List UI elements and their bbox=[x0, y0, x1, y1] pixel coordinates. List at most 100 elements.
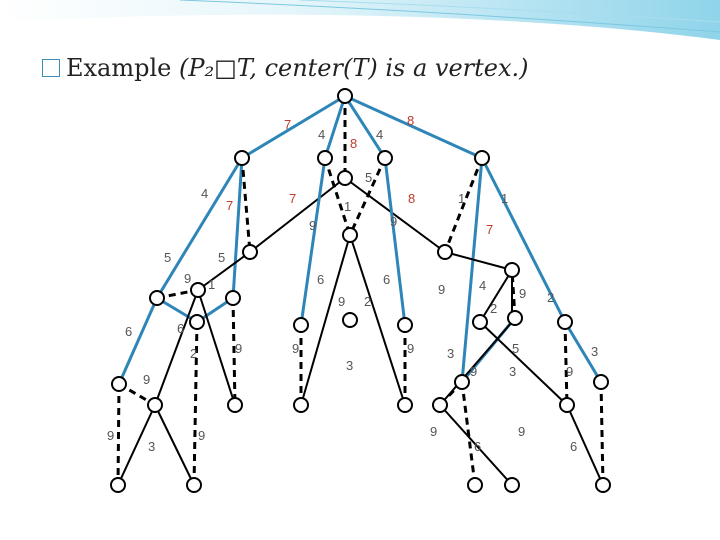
edge-label: 9 bbox=[470, 364, 477, 379]
edge bbox=[299, 157, 327, 326]
tree-node bbox=[504, 262, 520, 278]
edge-label: 3 bbox=[447, 346, 454, 361]
edge bbox=[563, 321, 569, 406]
tree-node bbox=[293, 397, 309, 413]
edge-label: 1 bbox=[344, 199, 351, 214]
edge bbox=[344, 177, 446, 253]
edge bbox=[480, 157, 567, 323]
edge bbox=[566, 404, 604, 486]
tree-node bbox=[397, 317, 413, 333]
edge-label: 9 bbox=[438, 282, 445, 297]
edge-label: 2 bbox=[190, 346, 197, 361]
edge-label: 9 bbox=[184, 271, 191, 286]
edge bbox=[197, 289, 236, 406]
edge-label: 1 bbox=[501, 191, 508, 206]
edge bbox=[154, 289, 199, 406]
edge bbox=[344, 94, 483, 160]
edge-label: 3 bbox=[148, 439, 155, 454]
edge-label: 8 bbox=[350, 136, 357, 151]
edge-label: 9 bbox=[107, 428, 114, 443]
edge bbox=[192, 321, 199, 486]
edge-label: 6 bbox=[317, 272, 324, 287]
edge-label: 5 bbox=[164, 250, 171, 265]
slide-title: Example (P₂□T, center(T) is a vertex.) bbox=[42, 54, 529, 82]
edge bbox=[300, 234, 351, 406]
tree-node bbox=[507, 310, 523, 326]
edge bbox=[117, 404, 156, 486]
tree-node bbox=[557, 314, 573, 330]
edge-label: 9 bbox=[518, 424, 525, 439]
header-banner bbox=[0, 0, 720, 40]
edge bbox=[479, 321, 568, 406]
edge bbox=[443, 157, 484, 253]
edge-label: 7 bbox=[226, 198, 233, 213]
edge bbox=[460, 157, 484, 383]
edge bbox=[510, 269, 517, 319]
edge-label: 4 bbox=[318, 127, 325, 142]
edge bbox=[241, 94, 346, 160]
edge-label: 4 bbox=[376, 127, 383, 142]
tree-node bbox=[227, 397, 243, 413]
tree-node bbox=[147, 397, 163, 413]
edge bbox=[117, 297, 159, 385]
edge bbox=[563, 321, 603, 383]
edge-label: 5 bbox=[512, 341, 519, 356]
edge-label: 7 bbox=[284, 117, 291, 132]
tree-node bbox=[110, 477, 126, 493]
tree-node bbox=[189, 314, 205, 330]
edge bbox=[444, 251, 513, 271]
tree-node bbox=[342, 227, 358, 243]
edge-label: 8 bbox=[408, 191, 415, 206]
edge-label: 9 bbox=[143, 372, 150, 387]
tree-node bbox=[337, 88, 353, 104]
edge-label: 3 bbox=[509, 364, 516, 379]
tree-node bbox=[242, 244, 258, 260]
blue-edges bbox=[117, 94, 603, 385]
blue-edges-short bbox=[299, 95, 407, 326]
edge-label: 5 bbox=[365, 170, 372, 185]
edge-label: 5 bbox=[218, 250, 225, 265]
edge bbox=[349, 234, 406, 406]
edge-label: 6 bbox=[474, 439, 481, 454]
edge bbox=[460, 381, 477, 486]
title-math: (P₂□T, center(T) is a vertex.) bbox=[179, 54, 529, 82]
tree-node bbox=[504, 477, 520, 493]
edge-label: 6 bbox=[570, 439, 577, 454]
tree-node bbox=[595, 477, 611, 493]
square-bullet-icon bbox=[42, 59, 60, 77]
edge-label: 9 bbox=[309, 218, 316, 233]
nodes bbox=[110, 88, 611, 493]
tree-node bbox=[454, 374, 470, 390]
edge-label: 6 bbox=[177, 321, 184, 336]
tree-node bbox=[186, 477, 202, 493]
edge-label: 1 bbox=[458, 191, 465, 206]
edge-label: 2 bbox=[547, 290, 554, 305]
edge bbox=[249, 177, 346, 253]
edge-label: 9 bbox=[338, 294, 345, 309]
edge bbox=[231, 297, 237, 406]
edge-label: 4 bbox=[479, 278, 486, 293]
edge bbox=[348, 157, 387, 236]
edge bbox=[240, 157, 252, 253]
edge-label: 9 bbox=[566, 364, 573, 379]
tree-node bbox=[432, 397, 448, 413]
tree-node bbox=[342, 312, 358, 328]
edge-label: 6 bbox=[383, 272, 390, 287]
edge bbox=[154, 404, 195, 486]
edge-label: 4 bbox=[201, 186, 208, 201]
edge-label: 2 bbox=[364, 294, 371, 309]
tree-node bbox=[467, 477, 483, 493]
edge-label: 9 bbox=[407, 341, 414, 356]
edge bbox=[599, 381, 605, 486]
edge-label: 7 bbox=[486, 222, 493, 237]
edge bbox=[479, 269, 513, 323]
edge-label: 7 bbox=[289, 191, 296, 206]
edge-label: 2 bbox=[490, 301, 497, 316]
edge bbox=[155, 157, 244, 299]
edge bbox=[343, 95, 387, 159]
edge-label: 9 bbox=[235, 341, 242, 356]
edge bbox=[116, 383, 121, 486]
tree-node bbox=[474, 150, 490, 166]
edge-label: 1 bbox=[208, 277, 215, 292]
